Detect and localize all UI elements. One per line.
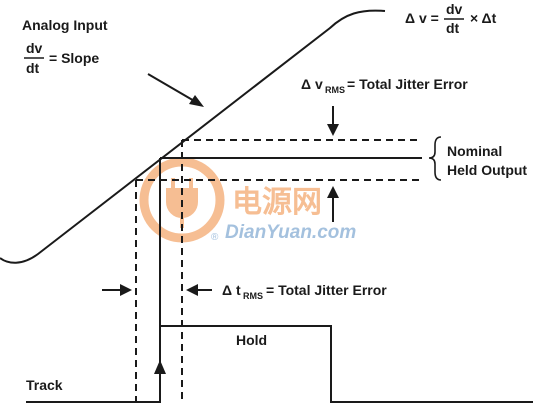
delta-v-eq-rhs: × Δt <box>470 10 497 26</box>
nominal-output-brace <box>428 136 442 181</box>
analog-input-pointer-arrow <box>147 73 197 103</box>
delta-v-eq-numerator: dv <box>446 1 463 17</box>
delta-t-rms-prefix: Δ t <box>222 282 241 298</box>
track-label: Track <box>26 377 63 393</box>
slope-numerator: dv <box>26 40 43 56</box>
delta-v-rms-label: Δ v RMS = Total Jitter Error <box>301 76 468 95</box>
delta-v-rms-prefix: Δ v <box>301 76 323 92</box>
arrowhead <box>327 124 339 136</box>
slope-formula: dv dt = Slope <box>24 40 99 76</box>
watermark-registered-mark: ® <box>211 232 219 243</box>
delta-v-equation: Δ v = dv dt × Δt <box>405 1 497 36</box>
arrows <box>102 73 339 374</box>
watermark: 电源网 ® DianYuan.com <box>139 157 356 243</box>
watermark-domain-text: DianYuan.com <box>225 222 356 243</box>
arrowhead <box>120 284 132 296</box>
slope-label: = Slope <box>49 50 99 66</box>
delta-t-rms-subscript: RMS <box>243 291 263 301</box>
track-hold-waveform <box>26 325 533 403</box>
analog-input-label: Analog Input <box>22 17 108 33</box>
arrowhead <box>327 186 339 198</box>
hold-label: Hold <box>236 332 267 348</box>
delta-v-rms-text: = Total Jitter Error <box>347 76 468 92</box>
slope-denominator: dt <box>26 60 40 76</box>
arrowhead <box>189 95 204 107</box>
delta-t-rms-text: = Total Jitter Error <box>266 282 387 298</box>
nominal-label-line2: Held Output <box>447 162 527 178</box>
sample-edge-arrowhead <box>154 360 166 374</box>
delta-v-eq-lhs: Δ v = <box>405 10 439 26</box>
arrowhead <box>186 284 198 296</box>
delta-v-rms-subscript: RMS <box>325 85 345 95</box>
watermark-cn-text: 电源网 <box>232 186 322 219</box>
delta-v-eq-denominator: dt <box>446 20 460 36</box>
delta-t-rms-label: Δ t RMS = Total Jitter Error <box>222 282 387 301</box>
nominal-label-line1: Nominal <box>447 143 502 159</box>
